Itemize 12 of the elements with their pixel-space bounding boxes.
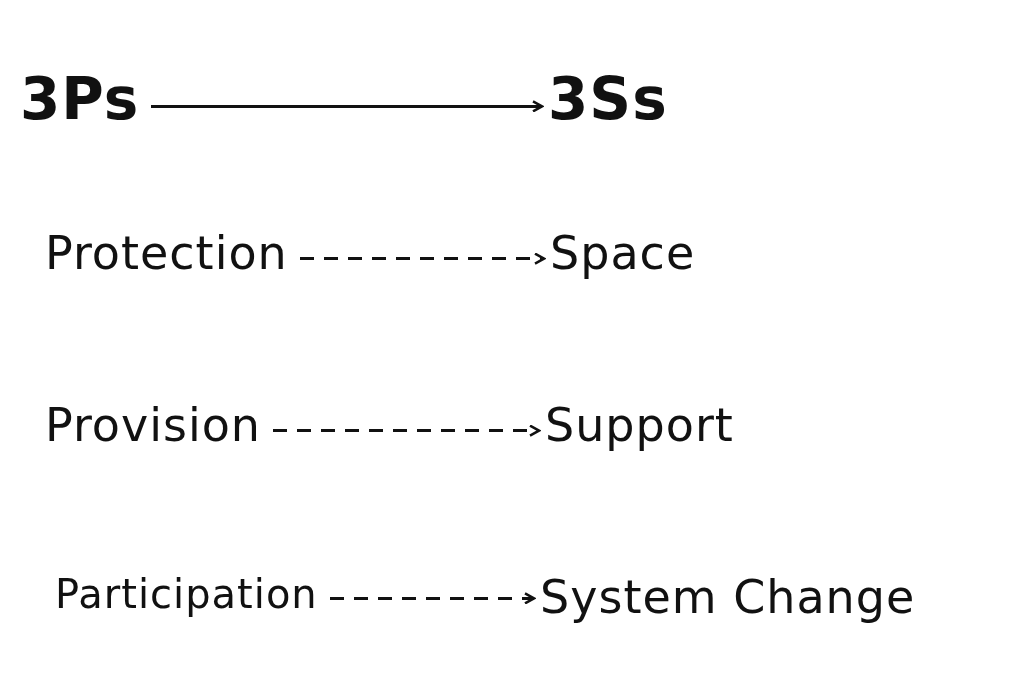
handwritten-label: Provision <box>45 400 262 451</box>
handwritten-label: 3Ss <box>548 68 668 132</box>
handwritten-label: Space <box>550 228 696 279</box>
handwritten-label: Participation <box>55 572 318 616</box>
handwritten-label: Support <box>545 400 734 451</box>
arrow <box>330 592 536 605</box>
arrow <box>151 100 544 113</box>
handwritten-label: System Change <box>540 572 916 623</box>
arrow <box>273 424 541 437</box>
handwritten-label: Protection <box>45 228 288 279</box>
arrow <box>300 252 546 265</box>
handwritten-label: 3Ps <box>20 68 140 132</box>
